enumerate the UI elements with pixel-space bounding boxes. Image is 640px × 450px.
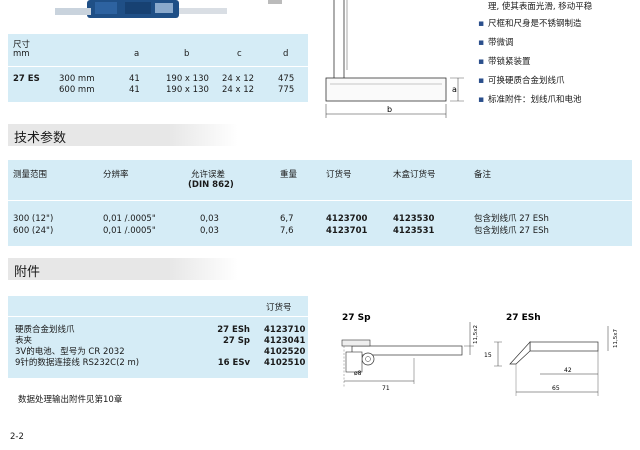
feature-item: ▪带微调 <box>478 38 514 48</box>
acc-row-name: 表夹 <box>15 336 33 346</box>
dims-row-a: 41 <box>129 74 140 84</box>
acc-row-code: 27 ESh <box>217 325 250 335</box>
dims-row-size: 300 mm <box>59 74 95 84</box>
esh-dim-65: 65 <box>552 385 560 392</box>
accessories-section-band <box>8 258 238 280</box>
sp-title: 27 Sp <box>342 313 371 323</box>
tech-h-weight: 重量 <box>280 170 298 180</box>
caliper-tip <box>268 0 282 4</box>
tech-section-title: 技术参数 <box>14 131 67 146</box>
tech-row-resolution: 0,01 /.0005" <box>103 214 156 224</box>
top-drawing: b a <box>318 0 468 122</box>
dims-col-c: c <box>237 49 242 59</box>
tech-h-tolerance: 允许误差 <box>191 170 226 180</box>
tech-row-order: 4123700 <box>326 214 368 224</box>
feature-item: ▪尺框和尺身是不锈钢制造 <box>478 19 582 29</box>
dims-col-b: b <box>184 49 190 59</box>
drawing-27sp: 27 Sp ø8 71 11,5x2 <box>332 308 482 398</box>
scriber-drawing: 27 ESh 15 42 65 11,5x7 <box>484 313 619 396</box>
acc-row-code: 16 ESv <box>217 358 250 368</box>
accessories-note: 数据处理输出附件见第10章 <box>18 395 123 405</box>
tech-row-resolution: 0,01 /.0005" <box>103 226 156 236</box>
caliper-photo-graphic <box>55 0 227 18</box>
accessories-table: 订货号 硬质合金划线爪 27 ESh 4123710 表夹 27 Sp 4123… <box>8 296 308 378</box>
tech-row-box-order: 4123531 <box>393 226 435 236</box>
dims-row-b: 190 x 130 <box>166 85 209 95</box>
features-block: 理, 使其表面光滑, 移动平稳 ▪尺框和尺身是不锈钢制造 ▪带微调 ▪带锁紧装置… <box>478 0 640 110</box>
features-list: ▪尺框和尺身是不锈钢制造 ▪带微调 ▪带锁紧装置 ▪可换硬质合金划线爪 ▪标准附… <box>478 15 640 110</box>
drawing-27esh: 27 ESh 15 42 65 11,5x7 <box>480 308 630 400</box>
esh-dim-h: 11,5x7 <box>613 328 619 348</box>
dims-header-label: 尺寸 <box>13 40 31 50</box>
acc-row-name: 9针的数据连接线 RS232C(2 m) <box>15 358 140 368</box>
tech-section-band <box>8 124 238 146</box>
dims-col-d: d <box>283 49 289 59</box>
esh-dim-42: 42 <box>564 367 572 374</box>
dims-header-unit: mm <box>13 49 30 59</box>
tech-row-range: 600 (24") <box>13 226 54 236</box>
feature-item: ▪可换硬质合金划线爪 <box>478 76 565 86</box>
tech-row-box-order: 4123530 <box>393 214 435 224</box>
clamp-drawing: 27 Sp ø8 71 11,5x2 <box>341 313 479 392</box>
acc-row-name: 硬质合金划线爪 <box>15 325 75 335</box>
acc-row-order: 4123041 <box>264 336 306 346</box>
acc-row-code: 27 Sp <box>223 336 250 346</box>
features-partial-line: 理, 使其表面光滑, 移动平稳 <box>488 2 593 12</box>
feature-item: ▪带锁紧装置 <box>478 57 531 67</box>
tech-h-tolerance-std: (DIN 862) <box>188 180 234 190</box>
product-photo <box>55 0 230 22</box>
dims-row-a: 41 <box>129 85 140 95</box>
dims-col-a: a <box>134 49 140 59</box>
page-number: 2-2 <box>10 432 24 442</box>
tech-row-tolerance: 0,03 <box>200 226 219 236</box>
esh-dim-15: 15 <box>484 352 492 359</box>
tech-h-range: 测量范围 <box>13 170 48 180</box>
dims-model: 27 ES <box>13 74 40 84</box>
tech-row-remark: 包含划线爪 27 ESh <box>474 214 549 224</box>
sp-dim-l: 71 <box>382 385 390 392</box>
tech-h-box-order: 木盒订货号 <box>393 170 436 180</box>
tech-row-remark: 包含划线爪 27 ESh <box>474 226 549 236</box>
acc-row-order: 4102510 <box>264 358 306 368</box>
tech-row-weight: 7,6 <box>280 226 294 236</box>
tech-row-weight: 6,7 <box>280 214 294 224</box>
tech-h-remark: 备注 <box>474 170 492 180</box>
dims-row-d: 775 <box>278 85 295 95</box>
tech-row-tolerance: 0,03 <box>200 214 219 224</box>
feature-item: ▪标准附件：划线爪和电池 <box>478 95 582 105</box>
caliper-side-drawing: b a <box>325 0 464 118</box>
dims-row-size: 600 mm <box>59 85 95 95</box>
tech-table: 测量范围 分辨率 允许误差 (DIN 862) 重量 订货号 木盒订货号 备注 … <box>8 160 632 246</box>
dims-row-c: 24 x 12 <box>222 85 255 95</box>
tech-h-order: 订货号 <box>326 170 352 180</box>
sp-dim-h: 11,5x2 <box>473 325 479 344</box>
acc-row-order: 4102520 <box>264 347 306 357</box>
acc-row-name: 3V的电池、型号为 CR 2032 <box>15 347 125 357</box>
tech-row-range: 300 (12") <box>13 214 54 224</box>
dim-b-label: b <box>387 105 392 114</box>
accessories-section-title: 附件 <box>14 265 41 280</box>
tech-row-order: 4123701 <box>326 226 368 236</box>
esh-title: 27 ESh <box>506 313 541 323</box>
acc-row-order: 4123710 <box>264 325 306 335</box>
dims-row-b: 190 x 130 <box>166 74 209 84</box>
sp-dim-d: ø8 <box>354 370 362 377</box>
dims-table: 尺寸 mm a b c d 27 ES 300 mm 41 190 x 130 … <box>8 34 308 102</box>
tech-h-resolution: 分辨率 <box>103 170 129 180</box>
acc-order-header: 订货号 <box>266 303 292 313</box>
dim-a-label: a <box>452 85 457 94</box>
dims-row-c: 24 x 12 <box>222 74 255 84</box>
dims-row-d: 475 <box>278 74 295 84</box>
